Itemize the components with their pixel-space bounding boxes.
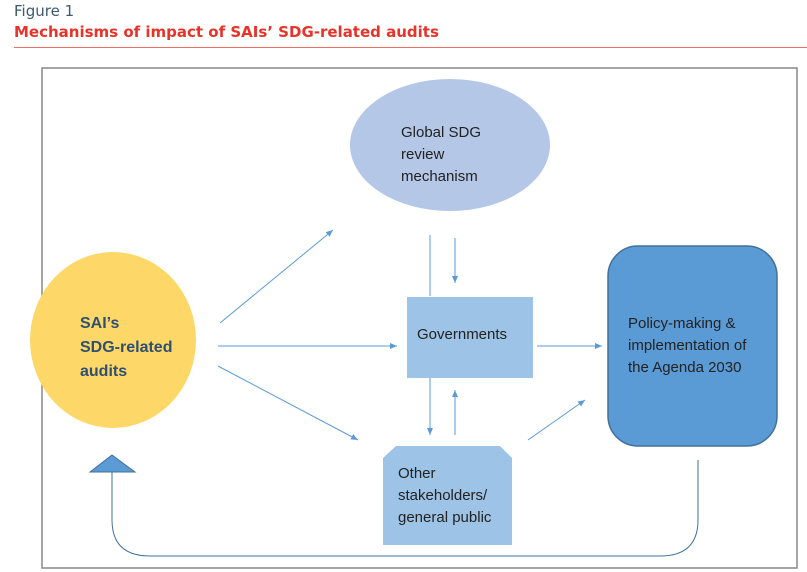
policy-label-line: Policy-making & (628, 315, 736, 332)
sai-label-line: SDG-related (80, 339, 173, 356)
governments-node (407, 297, 533, 378)
others-label-line: stakeholders/ (398, 487, 488, 504)
global-label-line: review (401, 146, 445, 163)
sai-label-line: SAI’s (80, 315, 120, 332)
global-node (350, 79, 550, 211)
global-label-line: mechanism (401, 168, 478, 185)
policy-label: Policy-making & implementation of the Ag… (628, 313, 746, 379)
title-rule (14, 47, 807, 48)
arrows (111, 229, 699, 557)
others-node (383, 446, 512, 545)
global-label-line: Global SDG (401, 124, 482, 141)
policy-label-line: the Agenda 2030 (628, 359, 742, 376)
feedback-arrowhead-icon (88, 454, 137, 473)
global-label: Global SDG review mechanism (401, 122, 481, 188)
policy-label-line: implementation of (628, 337, 747, 354)
figure-title: Mechanisms of impact of SAIs’ SDG-relate… (14, 23, 439, 41)
sai-node (30, 252, 196, 428)
others-label-line: general public (398, 509, 492, 526)
others-label-line: Other (398, 465, 436, 482)
governments-label: Governments (417, 326, 508, 343)
sai-label-line: audits (80, 363, 128, 380)
arrow-others-policy (527, 399, 586, 441)
policy-node (607, 245, 778, 447)
feedback-line (111, 460, 699, 557)
others-label: Other stakeholders/ general public (398, 463, 491, 529)
arrow-sai-global (219, 229, 334, 324)
arrow-sai-others (217, 365, 359, 441)
figure-label: Figure 1 (14, 2, 75, 20)
sai-label: SAI’s SDG-related audits (80, 312, 172, 384)
